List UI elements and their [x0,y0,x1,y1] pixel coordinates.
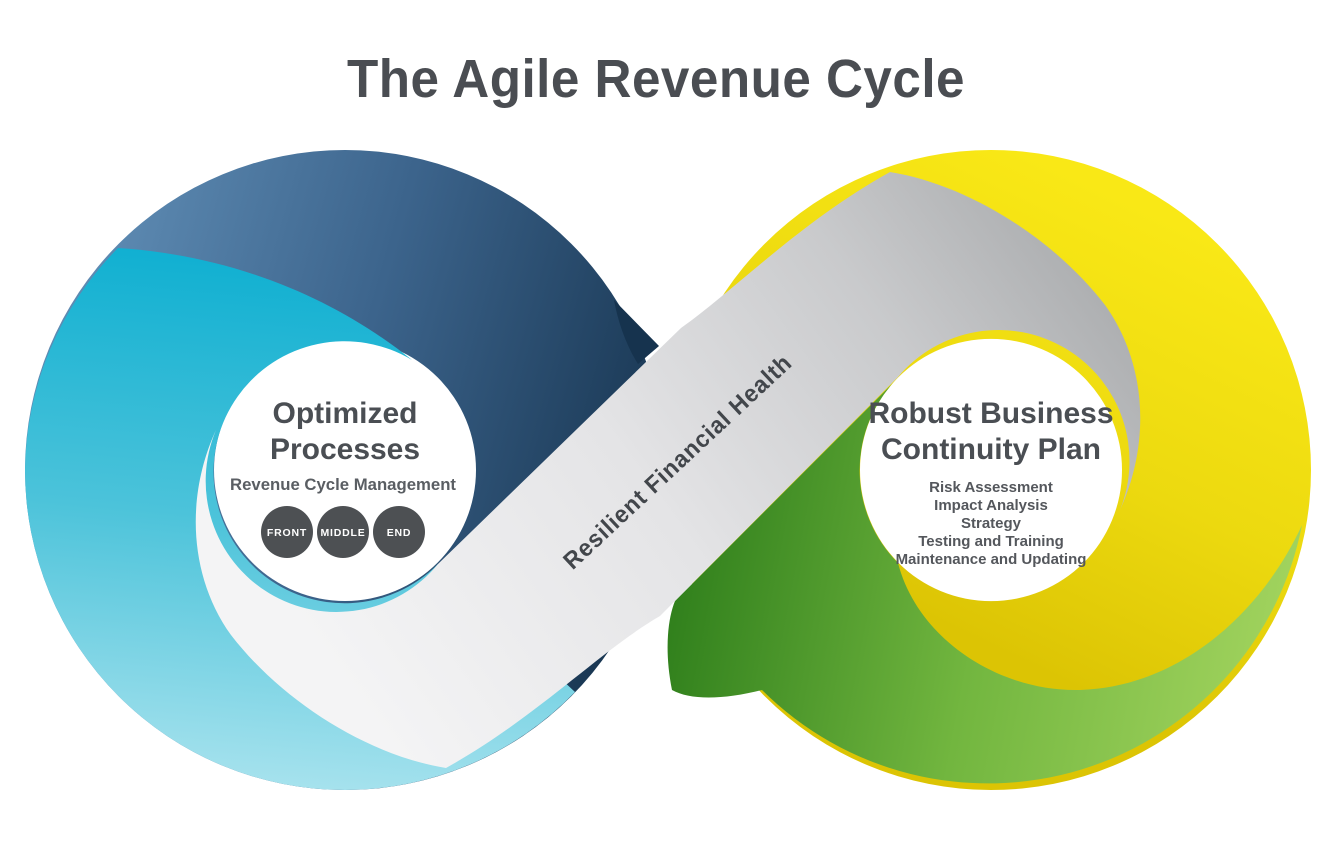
right-loop-content: Robust Business Continuity Plan Risk Ass… [868,397,1113,568]
center-cross-band [195,172,1141,768]
right-loop-item-maintenance-and-updating: Maintenance and Updating [896,551,1087,568]
right-loop-item-impact-analysis: Impact Analysis [934,497,1048,514]
left-loop-content: Optimized Processes Revenue Cycle Manage… [230,397,456,558]
front-stage-label: FRONT [267,527,307,539]
right-loop-item-testing-and-training: Testing and Training [918,533,1064,550]
page-title: The Agile Revenue Cycle [347,49,965,109]
right-loop-heading-line2: Continuity Plan [881,433,1101,466]
middle-stage-badge [317,506,369,558]
end-stage-badge [373,506,425,558]
middle-stage-label: MIDDLE [320,527,365,539]
left-loop-heading-line1: Optimized [272,397,417,430]
left-loop-subtitle: Revenue Cycle Management [230,475,456,494]
stage-badges: FRONT MIDDLE END [261,506,425,558]
right-loop-item-risk-assessment: Risk Assessment [929,479,1053,496]
right-loop-green-ribbon [667,383,1302,784]
right-loop-heading-line1: Robust Business [868,397,1113,430]
right-loop-item-strategy: Strategy [961,515,1022,532]
left-loop-blue-ribbon-tip [614,300,659,364]
left-loop-heading-line2: Processes [270,433,420,466]
end-stage-label: END [387,527,412,539]
front-stage-badge [261,506,313,558]
